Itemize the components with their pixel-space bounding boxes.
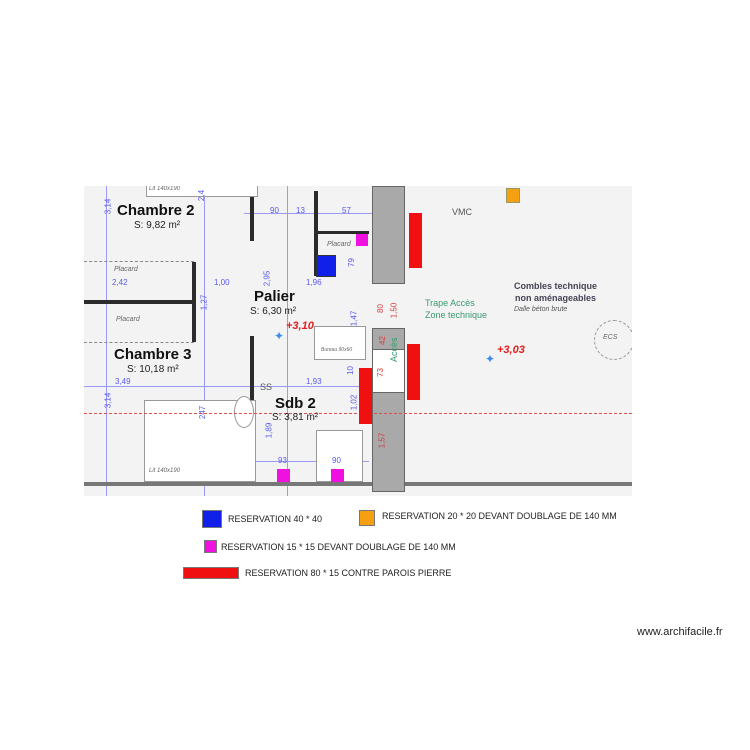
dimension-line bbox=[244, 213, 374, 214]
dimension: 247 bbox=[198, 405, 208, 420]
dimension-line bbox=[287, 186, 288, 496]
wall bbox=[314, 231, 369, 234]
dimension: 1,02 bbox=[349, 394, 359, 411]
stone-wall bbox=[372, 186, 405, 284]
room-area-chambre-3: S: 10,18 m² bbox=[127, 364, 179, 375]
placard-line bbox=[84, 342, 194, 343]
dimension-line bbox=[204, 186, 205, 496]
legend-label: RESERVATION 80 * 15 CONTRE PAROIS PIERRE bbox=[245, 568, 452, 578]
dimension: 10 bbox=[345, 366, 355, 375]
dimension: 80 bbox=[375, 304, 385, 313]
placard-label: Placard bbox=[327, 241, 351, 248]
reservation-20x20 bbox=[506, 188, 520, 203]
dimension: 1,47 bbox=[349, 310, 359, 327]
dimension: 3,14 bbox=[103, 198, 113, 215]
wall bbox=[250, 186, 254, 241]
desk bbox=[314, 326, 366, 360]
legend-swatch-orange bbox=[359, 510, 375, 526]
wall bbox=[84, 300, 194, 304]
placard-label: Placard bbox=[116, 316, 140, 323]
dimension: 1,00 bbox=[214, 278, 230, 287]
room-name-chambre-3: Chambre 3 bbox=[114, 346, 192, 363]
reservation-80x15 bbox=[359, 368, 372, 424]
level-point-icon: ✦ bbox=[485, 352, 496, 366]
ecs-tank bbox=[594, 320, 632, 360]
dimension: 1,27 bbox=[199, 294, 209, 311]
dimension: 13 bbox=[296, 206, 305, 215]
dimension: 57 bbox=[342, 206, 351, 215]
combles-line-1: Combles technique bbox=[514, 281, 598, 291]
placard-label: Placard bbox=[114, 266, 138, 273]
trape-line-1: Trape Accès bbox=[425, 298, 475, 308]
bed-label: Lit 140x190 bbox=[149, 468, 181, 474]
bed bbox=[146, 186, 258, 197]
desk-label: Bureau 90x60 bbox=[321, 347, 353, 353]
dimension: 3,49 bbox=[115, 377, 131, 386]
dimension: 1,57 bbox=[377, 432, 387, 449]
ecs-label: ECS bbox=[603, 334, 618, 341]
level-point-icon: ✦ bbox=[274, 329, 285, 343]
level-marker-combles: +3,03 bbox=[497, 344, 525, 356]
trape-line-2: Zone technique bbox=[425, 310, 488, 320]
reservation-40x40 bbox=[316, 255, 336, 277]
dimension: 90 bbox=[270, 206, 279, 215]
reservation-15x15 bbox=[331, 469, 344, 482]
dimension: 3,14 bbox=[103, 392, 113, 409]
dimension: 93 bbox=[278, 456, 287, 465]
combles-label: Combles technique non aménageables bbox=[514, 280, 597, 304]
dimension-line bbox=[244, 461, 369, 462]
reservation-80x15 bbox=[409, 213, 422, 268]
reservation-15x15 bbox=[277, 469, 290, 482]
dimension: 1,50 bbox=[389, 302, 399, 319]
legend-label: RESERVATION 20 * 20 DEVANT DOUBLAGE DE 1… bbox=[382, 511, 617, 521]
bed-label: Lit 140x190 bbox=[149, 186, 181, 192]
dimension: 1,93 bbox=[306, 377, 322, 386]
dimension-line bbox=[84, 386, 374, 387]
room-area-sdb-2: S: 3,81 m² bbox=[272, 412, 319, 423]
dimension: 1,96 bbox=[306, 278, 322, 287]
level-marker-palier: +3,10 bbox=[286, 320, 314, 332]
legend-swatch-magenta bbox=[204, 540, 217, 553]
trape-label: Trape Accès Zone technique bbox=[425, 297, 487, 321]
legend-swatch-blue bbox=[202, 510, 222, 528]
legend-swatch-red bbox=[183, 567, 239, 579]
dalle-label: Dalle béton brute bbox=[514, 306, 568, 313]
room-area-palier: S: 6,30 m² bbox=[250, 306, 297, 317]
axis-line bbox=[84, 413, 632, 414]
room-name-sdb-2: Sdb 2 bbox=[275, 395, 316, 412]
dimension: 2,95 bbox=[262, 270, 272, 287]
stone-wall bbox=[372, 392, 405, 492]
toilet bbox=[234, 396, 254, 428]
room-name-chambre-2: Chambre 2 bbox=[117, 202, 195, 219]
watermark: www.archifacile.fr bbox=[637, 626, 723, 638]
combles-line-2: non aménageables bbox=[514, 293, 597, 303]
acces-label: Accès bbox=[389, 337, 399, 362]
dimension: 2,42 bbox=[112, 278, 128, 287]
access-opening bbox=[372, 350, 405, 392]
reservation-80x15 bbox=[407, 344, 420, 400]
legend-label: RESERVATION 15 * 15 DEVANT DOUBLAGE DE 1… bbox=[221, 542, 456, 552]
floor-plan: Chambre 2 S: 9,82 m² Chambre 3 S: 10,18 … bbox=[84, 186, 632, 496]
vmc-label: VMC bbox=[452, 207, 472, 217]
ss-label: SS bbox=[260, 382, 273, 392]
dimension: 73 bbox=[375, 368, 385, 377]
dimension: 79 bbox=[346, 258, 356, 267]
wall bbox=[192, 262, 196, 342]
legend-label: RESERVATION 40 * 40 bbox=[228, 514, 323, 524]
room-name-palier: Palier bbox=[254, 288, 295, 305]
stone-wall bbox=[372, 328, 405, 350]
dimension: 42 bbox=[377, 336, 387, 345]
dimension: 1,89 bbox=[264, 422, 274, 439]
reservation-15x15 bbox=[356, 234, 368, 246]
room-area-chambre-2: S: 9,82 m² bbox=[134, 220, 181, 231]
dimension-line bbox=[106, 186, 107, 496]
dimension: 90 bbox=[332, 456, 341, 465]
placard-line bbox=[84, 261, 194, 262]
wall bbox=[84, 482, 632, 486]
dimension: 2,4 bbox=[197, 189, 207, 202]
